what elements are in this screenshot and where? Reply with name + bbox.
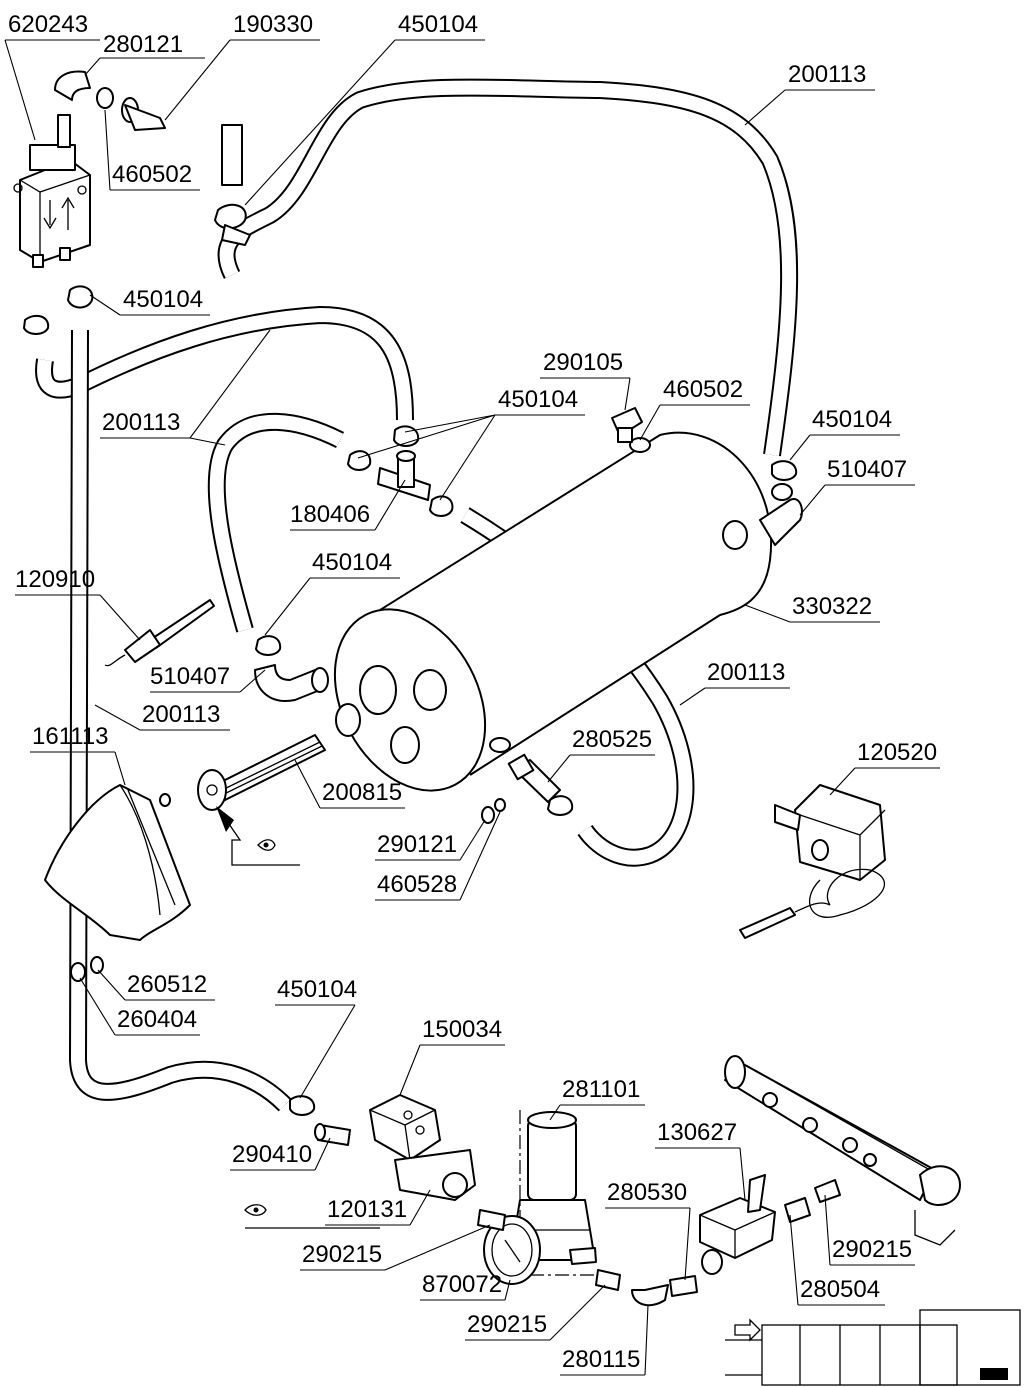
relief-valve [13,114,91,268]
callout-260512: 260512 [127,971,207,998]
callout-labels: 620243 280121 190330 450104 460502 20011… [8,11,937,1373]
callout-450104: 450104 [123,286,203,313]
callout-120520: 120520 [857,739,937,766]
fitting-290410 [314,1123,351,1146]
pressure-gauge [483,1215,541,1285]
callout-290410: 290410 [232,1141,312,1168]
callout-180406: 180406 [290,501,370,528]
callout-450104: 450104 [812,406,892,433]
plug [611,407,643,443]
callout-280525: 280525 [572,726,652,753]
elbow-left [254,664,329,702]
callout-330322: 330322 [792,593,872,620]
callout-450104: 450104 [498,386,578,413]
tee-fitting [377,450,431,501]
callout-450104: 450104 [312,549,392,576]
nuts [70,793,506,982]
callout-290215: 290215 [467,1311,547,1338]
callout-200815: 200815 [322,779,402,806]
callout-200113: 200113 [142,701,220,728]
callout-290121: 290121 [377,831,457,858]
callout-450104: 450104 [277,976,357,1003]
callout-460502: 460502 [663,376,743,403]
callout-280115: 280115 [562,1346,640,1373]
elbow-right [759,483,803,546]
callout-510407: 510407 [150,663,230,690]
callout-620243: 620243 [8,11,88,38]
rinse-manifold [724,1055,961,1246]
callout-460502: 460502 [112,161,192,188]
pressure-switch [699,1174,776,1275]
callout-200113: 200113 [788,61,866,88]
callout-280530: 280530 [607,1179,687,1206]
callout-460528: 460528 [377,871,457,898]
heating-element [197,734,326,811]
callout-190330: 190330 [233,11,313,38]
callout-870072: 870072 [422,1271,502,1298]
heater-tank [333,431,773,792]
callout-161113: 161113 [32,723,109,750]
callout-290215: 290215 [832,1236,912,1263]
callout-290105: 290105 [543,349,623,376]
callout-120910: 120910 [15,566,95,593]
machine-location-inset [725,1309,1021,1386]
callout-150034: 150034 [422,1016,502,1043]
element-cover [44,784,191,941]
small-fittings [477,1179,841,1307]
callout-450104: 450104 [398,11,478,38]
view-arrow [216,806,380,1229]
callout-280504: 280504 [800,1276,880,1303]
elbow-fitting [54,70,166,131]
callout-281101: 281101 [562,1076,640,1103]
callout-200113: 200113 [707,659,785,686]
thermostat [739,784,886,939]
leader-lines [4,39,940,1376]
callout-120131: 120131 [327,1196,407,1223]
callout-200113: 200113 [102,409,180,436]
probe [104,599,215,667]
callout-130627: 130627 [657,1119,737,1146]
callout-290215: 290215 [302,1241,382,1268]
solenoid-valve [369,1094,476,1201]
callout-280121: 280121 [103,31,183,58]
callout-510407: 510407 [827,456,907,483]
fitting-280525 [507,753,561,803]
callout-260404: 260404 [117,1006,197,1033]
